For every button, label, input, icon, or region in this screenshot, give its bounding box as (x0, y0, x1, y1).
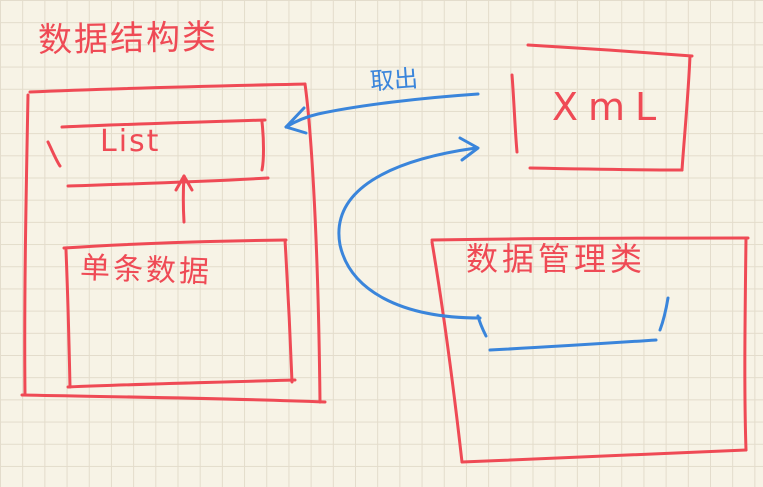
data-manager-class-box (430, 236, 750, 464)
list-label: List (100, 124, 161, 159)
xml-label: XmL (552, 85, 667, 129)
ds-box-right-edge (303, 82, 322, 404)
take-out-label: 取出 (369, 64, 419, 96)
single-data-box-right-edge (283, 238, 294, 384)
single-data-box-left-edge (64, 248, 72, 389)
data-structure-class-title: 数据结构类 (37, 17, 219, 61)
single-data-label: 单条数据 (79, 250, 213, 291)
up-arrow (174, 174, 194, 224)
xml-box-right-edge (680, 54, 692, 172)
xml-box-bottom-edge (528, 166, 684, 172)
list-box-left-edge (46, 140, 62, 168)
xml-box-left-edge (510, 73, 519, 154)
dm-box-right-edge (743, 236, 748, 452)
list-box-top-edge (60, 118, 267, 129)
single-data-box-bottom-edge (66, 378, 297, 389)
take-out-arrow (284, 92, 480, 129)
xml-box-top-edge (526, 43, 694, 58)
single-data-box (62, 238, 297, 389)
manager-list-box (476, 296, 670, 352)
store-curve-arrowhead (458, 136, 480, 162)
ds-box-left-edge (23, 93, 30, 397)
list-box-right-edge (260, 120, 265, 172)
manager-list-bottom-line (488, 338, 658, 352)
take-out-arrowhead (284, 106, 308, 135)
data-structure-class-box (20, 82, 327, 404)
up-arrow-head (174, 174, 194, 192)
xml-box (510, 43, 694, 172)
list-box (46, 118, 270, 188)
list-box-bottom-edge (66, 176, 270, 188)
ds-box-bottom-edge (20, 393, 327, 404)
ds-box-top-edge (28, 82, 307, 94)
store-curve-arrow (337, 146, 482, 320)
up-arrow-shaft (181, 174, 186, 224)
data-manager-class-title: 数据管理类 (466, 240, 647, 278)
dm-box-bottom-edge (460, 448, 748, 464)
manager-list-right-bracket (658, 296, 670, 332)
dm-box-left-edge (430, 240, 464, 464)
dm-box-top-edge (430, 236, 750, 242)
single-data-box-top-edge (62, 238, 288, 250)
